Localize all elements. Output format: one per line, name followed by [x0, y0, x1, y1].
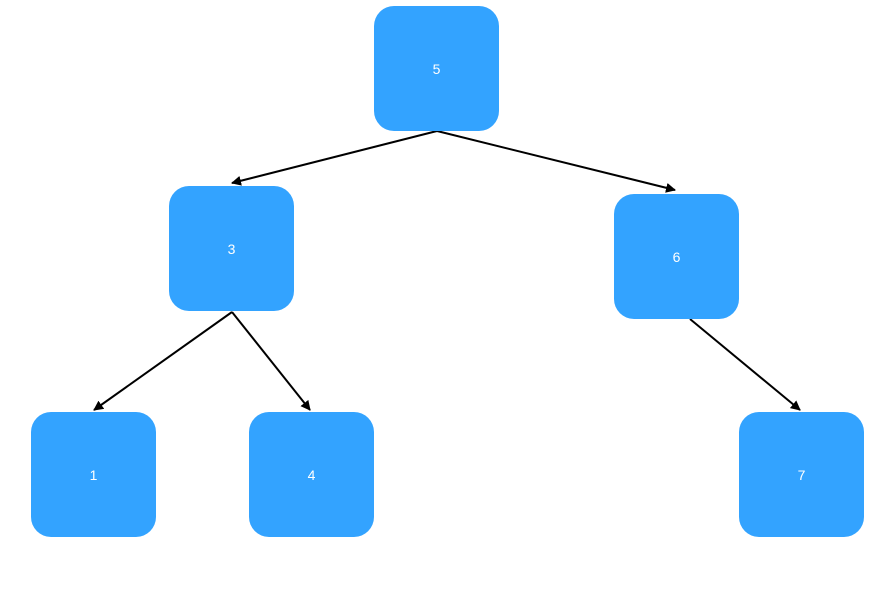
edge-6-to-7: [689, 318, 801, 411]
edge-5-to-6: [436, 130, 676, 193]
node-3: 3: [169, 186, 294, 311]
edge-5-to-3: [231, 130, 438, 186]
node-label: 5: [432, 60, 441, 77]
node-1: 1: [31, 412, 156, 537]
node-6: 6: [614, 194, 739, 319]
node-label: 3: [227, 240, 236, 257]
node-label: 4: [307, 466, 316, 483]
node-4: 4: [249, 412, 374, 537]
edge-3-to-1: [93, 311, 233, 411]
edge-3-to-4: [231, 311, 311, 411]
node-5: 5: [374, 6, 499, 131]
node-7: 7: [739, 412, 864, 537]
node-label: 6: [672, 248, 681, 265]
node-label: 1: [89, 466, 98, 483]
node-label: 7: [797, 466, 806, 483]
